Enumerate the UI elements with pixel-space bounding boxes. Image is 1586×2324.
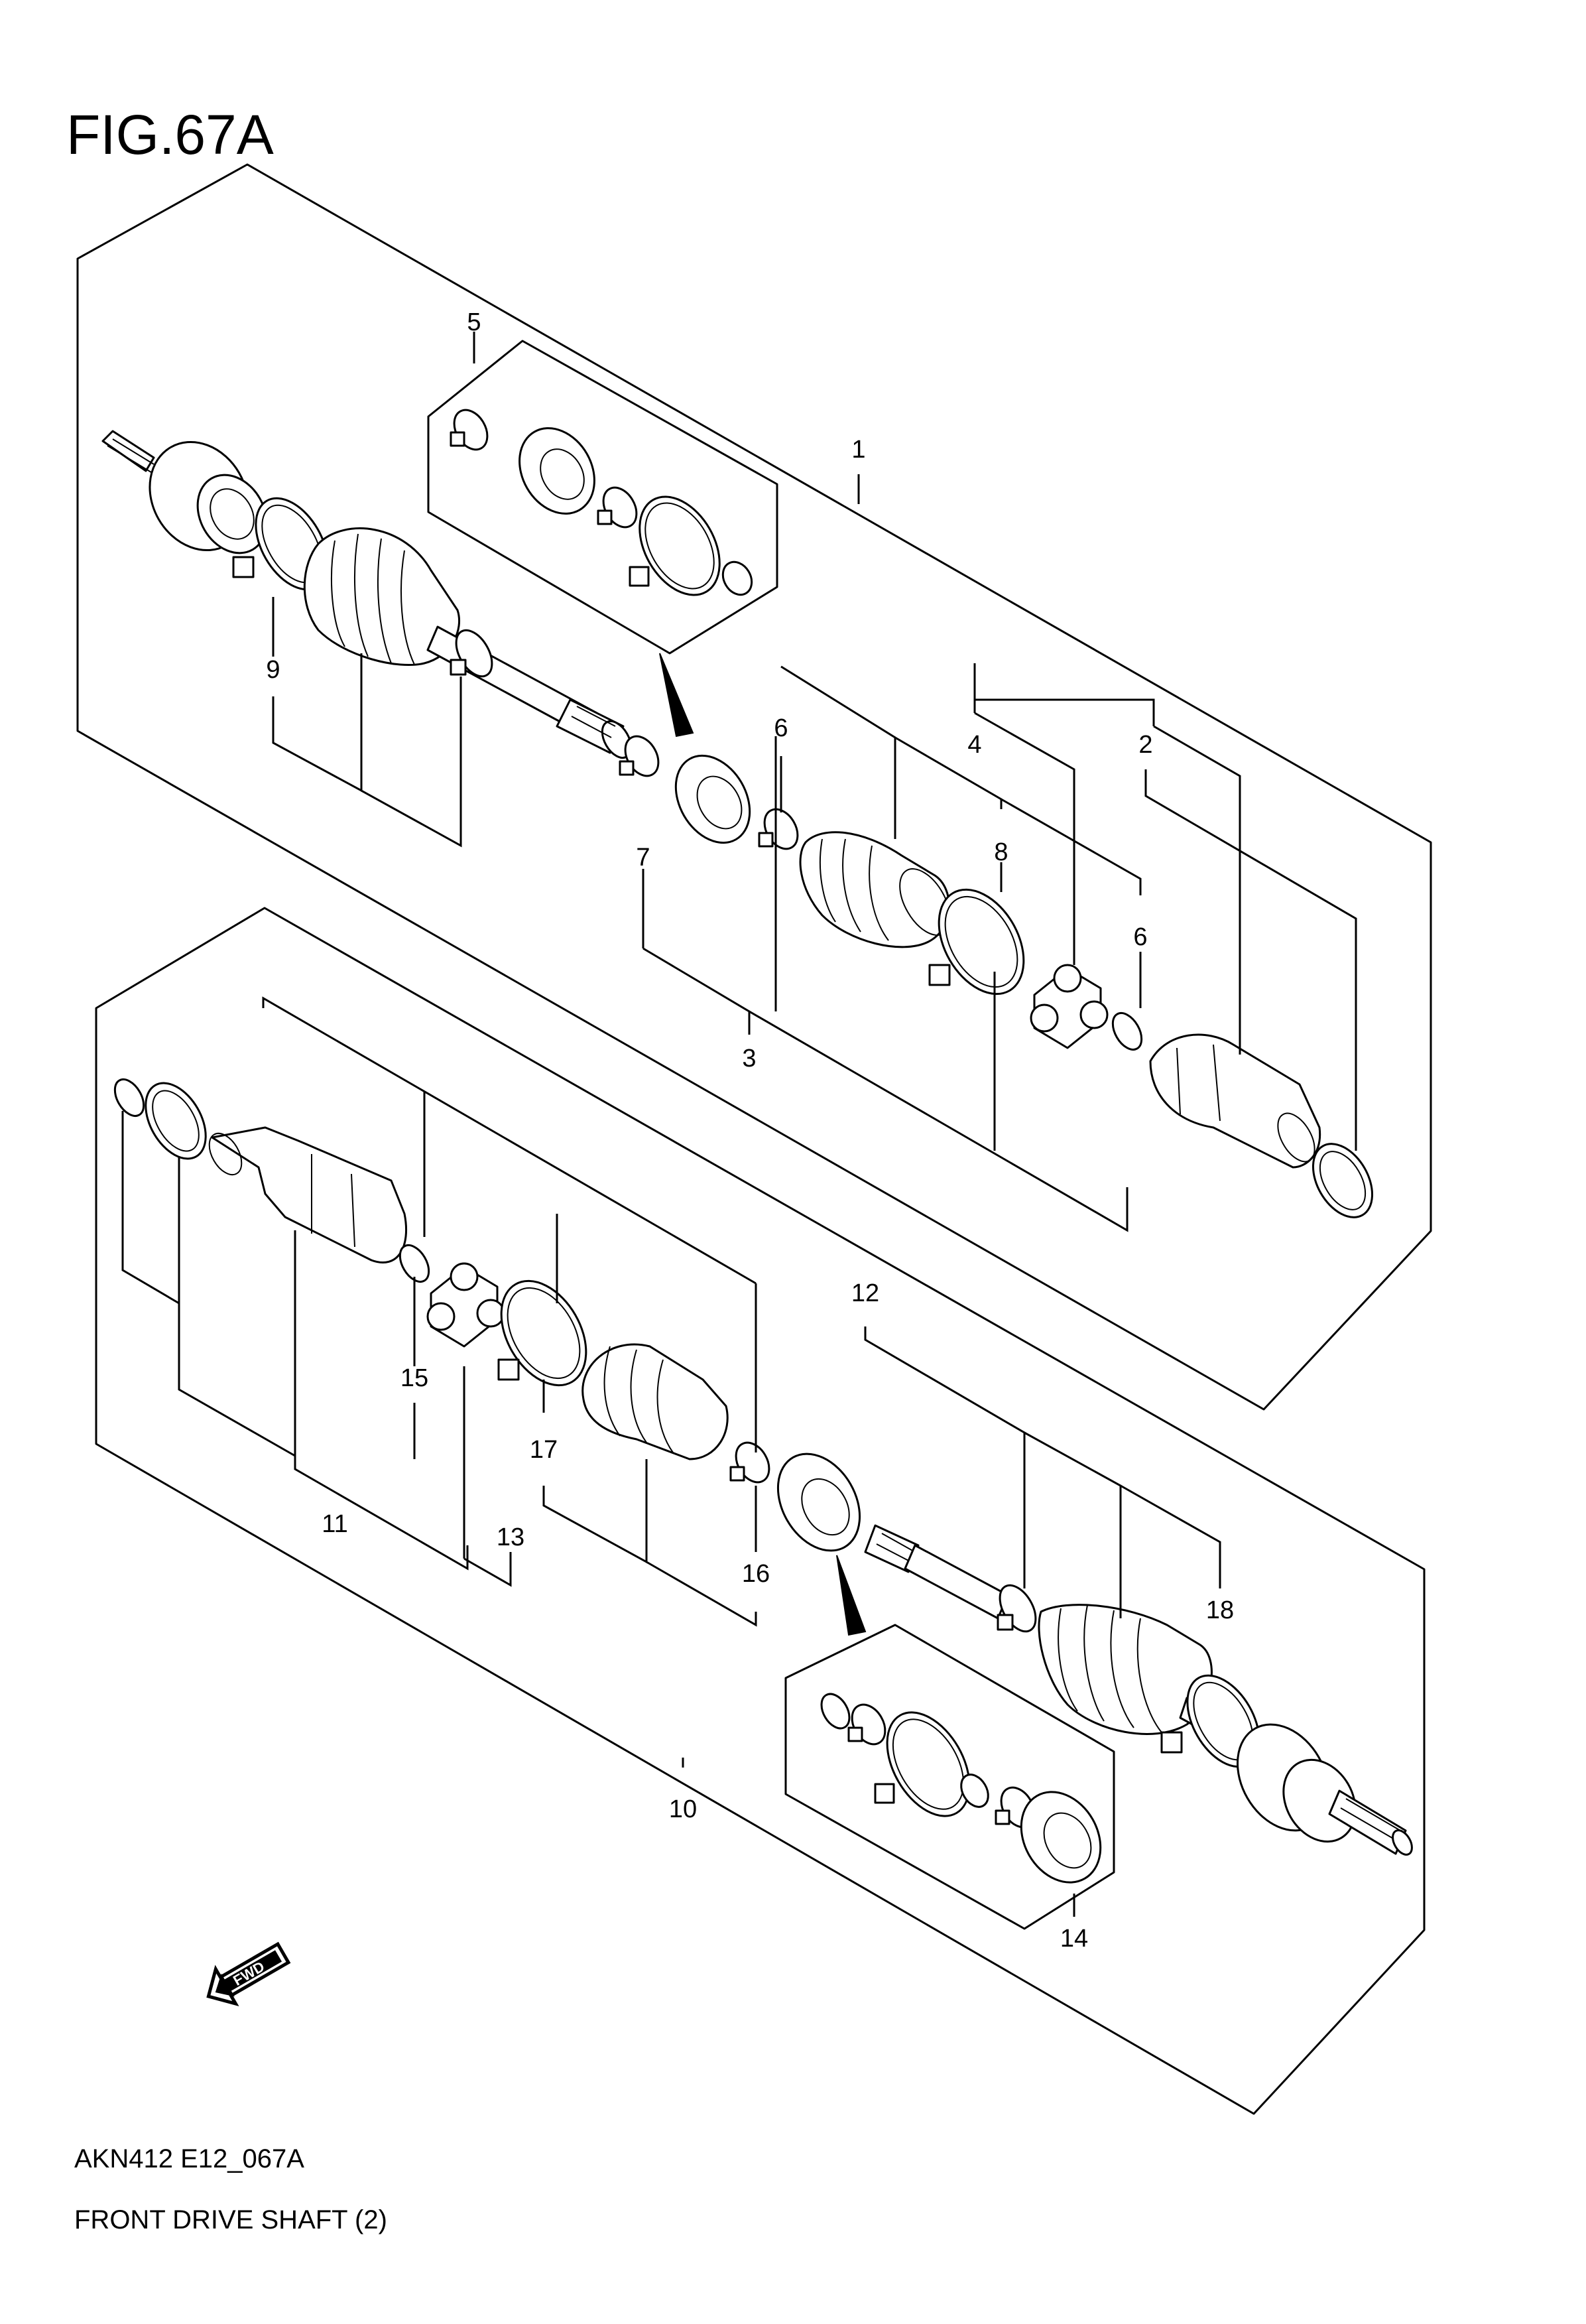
callout-4[interactable]: 4 (967, 731, 981, 759)
callout-7[interactable]: 7 (636, 844, 650, 871)
callout-17[interactable]: 17 (530, 1436, 558, 1464)
kit-14-contents (820, 1693, 1102, 1884)
callout-13[interactable]: 13 (497, 1523, 524, 1551)
circlip-lower-left (113, 1078, 145, 1117)
inner-housing-lower (208, 1126, 408, 1263)
callout-5[interactable]: 5 (467, 308, 481, 336)
figure-title: FIG.67A (66, 103, 274, 166)
callout-1[interactable]: 1 (851, 436, 865, 464)
inner-boot-upper (799, 831, 951, 948)
callout-8[interactable]: 8 (994, 838, 1008, 866)
callout-14[interactable]: 14 (1060, 1925, 1088, 1953)
callout-12[interactable]: 12 (851, 1279, 879, 1307)
callout-2[interactable]: 2 (1138, 731, 1152, 759)
figure-name: FRONT DRIVE SHAFT (2) (74, 2205, 387, 2234)
callout-9[interactable]: 9 (266, 656, 280, 684)
callouts-upper: 1 2 3 4 5 6 6 7 8 9 (266, 308, 1152, 1072)
clamp-band-8 (928, 888, 1025, 996)
callout-10[interactable]: 10 (669, 1795, 697, 1823)
callouts-lower: 10 11 12 13 14 15 16 17 18 (322, 1279, 1234, 1953)
circlip-6b (1111, 1012, 1143, 1051)
callout-3[interactable]: 3 (742, 1045, 756, 1072)
callout-15[interactable]: 15 (400, 1364, 428, 1392)
outer-boot (303, 527, 461, 666)
lower-assembly-frame (95, 907, 1426, 2115)
callout-11[interactable]: 11 (322, 1510, 347, 1538)
circlip-7 (619, 735, 660, 777)
inner-housing-upper (1149, 1033, 1321, 1169)
figure-code: AKN412 E12_067A (74, 2144, 304, 2173)
tripod-spider-lower (426, 1262, 505, 1348)
clamp-16 (729, 1441, 770, 1484)
drive-shaft-lower (864, 1524, 1037, 1633)
callout-6b[interactable]: 6 (1133, 923, 1147, 951)
callout-18[interactable]: 18 (1206, 1596, 1234, 1624)
kit-box-14 (784, 1624, 1115, 1930)
circlip-15 (398, 1244, 430, 1283)
inner-boot-lower (581, 1343, 729, 1460)
leaders-upper (272, 332, 1357, 1232)
tripod-spider-upper (1030, 964, 1109, 1049)
ring-lower-left (145, 1082, 207, 1160)
clamp-band-17 (497, 1279, 587, 1387)
circlip-6a (758, 808, 799, 850)
callout-16[interactable]: 16 (742, 1560, 770, 1588)
outer-cv-joint-lower (1237, 1723, 1413, 1856)
fwd-badge: FWD (206, 1941, 291, 2006)
callout-6a[interactable]: 6 (774, 714, 788, 742)
pointer-arrow-upper (659, 653, 694, 738)
outer-cv-joint (101, 430, 268, 554)
bearing-upper (674, 754, 751, 844)
upper-assembly-frame (76, 163, 1432, 1411)
leaders-lower (121, 996, 1221, 1917)
clamp-small-upper (450, 629, 493, 678)
pointer-arrow-lower (836, 1555, 867, 1636)
kit-box-5 (427, 340, 778, 655)
ring-2 (1312, 1143, 1374, 1218)
kit-5-contents (450, 409, 753, 596)
bearing-lower (776, 1452, 861, 1552)
